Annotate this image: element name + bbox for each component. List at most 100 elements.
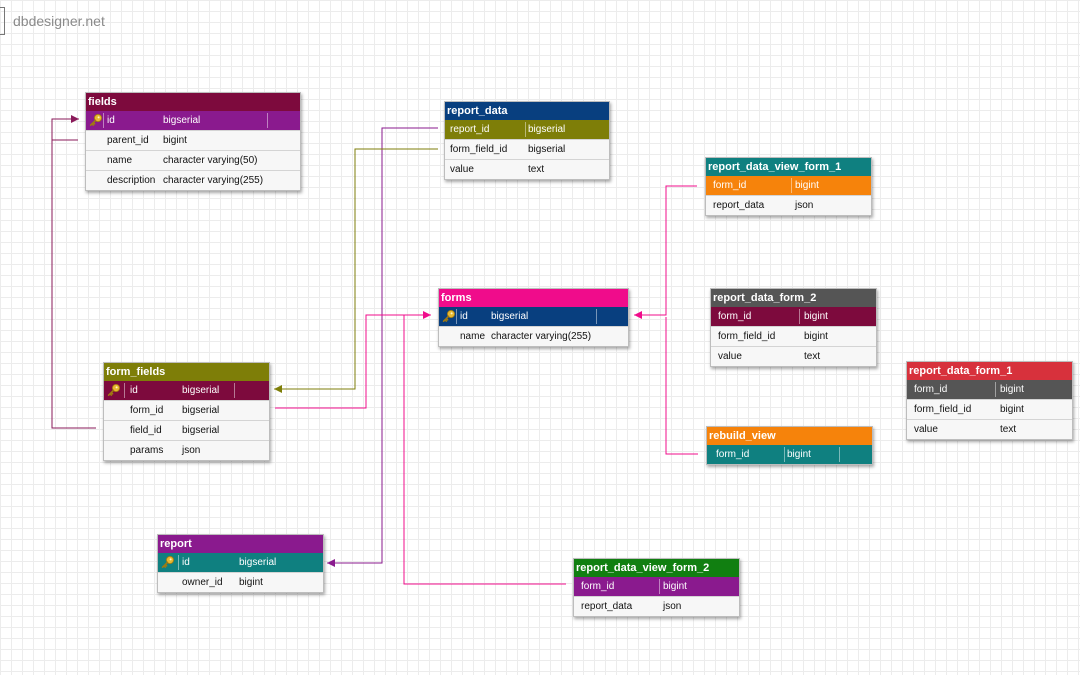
cell-divider bbox=[784, 447, 785, 462]
column-name: form_id bbox=[716, 449, 750, 460]
table-row[interactable]: field_id bigserial bbox=[104, 420, 269, 440]
column-type: bigint bbox=[787, 449, 811, 460]
column-type: bigint bbox=[795, 180, 819, 191]
table-rebuild-view[interactable]: rebuild_view form_id bigint bbox=[706, 426, 873, 465]
column-name: id bbox=[130, 385, 138, 396]
table-row[interactable]: form_id bigint bbox=[707, 445, 872, 464]
table-report-data-form-2[interactable]: report_data_form_2 form_id bigint form_fiel… bbox=[710, 288, 877, 367]
column-type: bigserial bbox=[182, 425, 220, 436]
table-title[interactable]: fields bbox=[86, 93, 300, 111]
relationship-line[interactable] bbox=[634, 185, 697, 316]
table-title[interactable]: report_data_view_form_1 bbox=[706, 158, 871, 176]
column-type: json bbox=[795, 200, 814, 211]
cell-divider bbox=[178, 555, 179, 570]
table-title[interactable]: form_fields bbox=[104, 363, 269, 381]
column-type: json bbox=[182, 445, 201, 456]
relationship-line[interactable] bbox=[275, 314, 431, 409]
table-row[interactable]: form_id bigint bbox=[711, 307, 876, 326]
relationship-line[interactable] bbox=[51, 118, 79, 141]
table-title[interactable]: forms bbox=[439, 289, 628, 307]
arrowhead-icon bbox=[274, 385, 282, 393]
relationship-line[interactable] bbox=[274, 148, 438, 390]
arrowhead-icon bbox=[71, 115, 79, 123]
column-name: description bbox=[107, 175, 156, 186]
primary-key-icon bbox=[107, 383, 121, 404]
column-name: name bbox=[107, 155, 133, 166]
column-name: form_id bbox=[718, 311, 752, 322]
cell-divider bbox=[659, 579, 660, 594]
arrowhead-icon bbox=[423, 311, 431, 319]
column-name: id bbox=[107, 115, 115, 126]
column-type: bigint bbox=[239, 577, 263, 588]
table-row[interactable]: description character varying(255) bbox=[86, 170, 300, 190]
primary-key-icon bbox=[161, 555, 175, 576]
table-title[interactable]: report_data_view_form_2 bbox=[574, 559, 739, 577]
column-name: field_id bbox=[130, 425, 162, 436]
column-type: bigint bbox=[1000, 404, 1024, 415]
arrowhead-icon bbox=[327, 559, 335, 567]
cell-divider bbox=[791, 178, 792, 193]
relationship-line[interactable] bbox=[665, 317, 698, 455]
column-name: form_field_id bbox=[718, 331, 776, 342]
column-type: bigint bbox=[804, 311, 828, 322]
column-name: parent_id bbox=[107, 135, 149, 146]
table-row[interactable]: id bigserial bbox=[104, 381, 269, 400]
column-type: bigserial bbox=[163, 115, 201, 126]
cell-divider bbox=[103, 113, 104, 128]
column-name: name bbox=[460, 331, 486, 342]
column-name: form_field_id bbox=[914, 404, 972, 415]
column-type: text bbox=[1000, 424, 1017, 435]
brand-mark-icon bbox=[0, 7, 5, 35]
cell-divider bbox=[995, 382, 996, 397]
relationship-line[interactable] bbox=[327, 127, 438, 564]
table-title[interactable]: report bbox=[158, 535, 323, 553]
cell-divider bbox=[124, 383, 125, 398]
column-type: bigserial bbox=[491, 311, 529, 322]
table-title[interactable]: rebuild_view bbox=[707, 427, 872, 445]
column-type: bigint bbox=[663, 581, 687, 592]
column-type: character varying(255) bbox=[163, 175, 264, 186]
brand-name: dbdesigner.net bbox=[13, 13, 105, 29]
column-name: form_field_id bbox=[450, 144, 508, 155]
table-title[interactable]: report_data_form_1 bbox=[907, 362, 1072, 380]
table-row[interactable]: id bigserial bbox=[86, 111, 300, 130]
table-row[interactable]: form_field_id bigint bbox=[907, 399, 1072, 419]
cell-divider bbox=[234, 383, 235, 398]
column-type: bigserial bbox=[182, 405, 220, 416]
cell-divider bbox=[799, 309, 800, 324]
table-title[interactable]: report_data bbox=[445, 102, 609, 120]
column-type: bigserial bbox=[528, 124, 566, 135]
relationship-line[interactable] bbox=[403, 315, 566, 585]
relationship-line[interactable] bbox=[51, 121, 96, 429]
column-type: bigserial bbox=[182, 385, 220, 396]
table-title[interactable]: report_data_form_2 bbox=[711, 289, 876, 307]
